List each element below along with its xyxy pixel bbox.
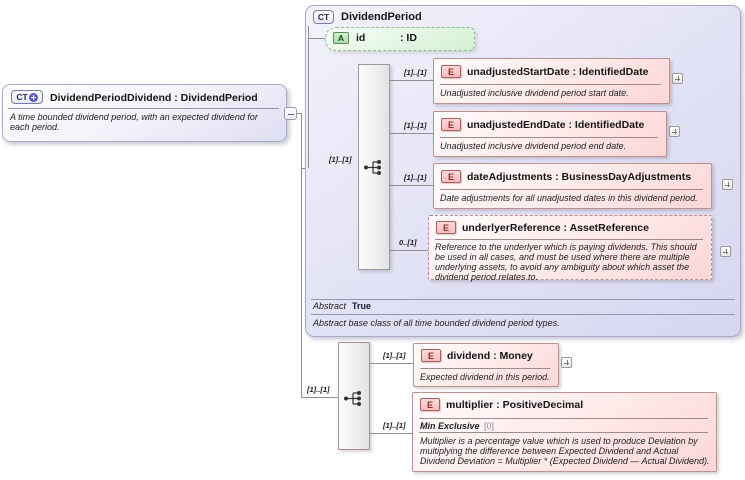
connector <box>389 133 433 134</box>
element-annotation: Date adjustments for all unadjusted date… <box>440 193 698 203</box>
cardinality-label: 0..[1] <box>399 238 417 247</box>
facet-label: Min Exclusive <box>420 421 480 431</box>
connector <box>369 433 412 434</box>
abstract-facet-label: Abstract <box>313 301 347 311</box>
plus-badge-icon <box>28 92 38 102</box>
separator <box>419 418 708 419</box>
element-title: multiplier : PositiveDecimal <box>446 399 584 411</box>
expand-button[interactable] <box>669 126 680 137</box>
cardinality-label: [1]..[1] <box>383 421 406 430</box>
connector <box>369 363 413 364</box>
cardinality-label: [1]..[1] <box>404 68 427 77</box>
element-icon: E <box>436 221 456 234</box>
abstract-facet-value: True <box>352 301 372 311</box>
base-type-title: DividendPeriod <box>341 11 422 23</box>
separator <box>311 314 735 315</box>
cardinality-label: [1]..[1] <box>404 121 427 130</box>
attribute-box-id[interactable] <box>325 27 475 51</box>
connector <box>308 26 309 168</box>
element-box-dateadjustments[interactable] <box>433 163 712 209</box>
element-box-unadjustedstartdate[interactable] <box>433 58 670 104</box>
element-title: dateAdjustments : BusinessDayAdjustments <box>467 171 692 183</box>
sequence-compositor[interactable] <box>338 342 370 450</box>
element-icon: E <box>441 118 461 131</box>
sequence-icon <box>344 391 361 406</box>
attribute-name: id <box>356 32 366 44</box>
element-annotation: Expected dividend in this period. <box>420 372 550 382</box>
separator <box>420 368 550 369</box>
attribute-icon-label: A <box>337 33 345 43</box>
attribute-type: : ID <box>400 32 417 44</box>
complex-type-icon-label: CT <box>317 12 330 22</box>
separator <box>440 137 658 138</box>
element-icon: E <box>421 349 441 362</box>
complex-type-plus-icon: CT <box>11 90 43 104</box>
element-icon-label: E <box>447 171 454 182</box>
base-type-annotation: Abstract base class of all time bounded … <box>313 318 560 328</box>
element-title: underlyerReference : AssetReference <box>462 222 649 234</box>
derived-type-annotation: A time bounded dividend period, with an … <box>10 112 258 132</box>
complex-type-box-dividendperioddividend[interactable] <box>2 84 287 142</box>
complex-type-icon: CT <box>313 10 334 24</box>
separator <box>8 108 279 109</box>
cardinality-label: [1]..[1] <box>404 173 427 182</box>
separator <box>419 432 708 433</box>
element-icon-label: E <box>426 399 433 410</box>
facet-value: [0] <box>484 421 495 431</box>
complex-type-icon-label: CT <box>16 92 28 102</box>
sequence-compositor[interactable] <box>358 64 390 270</box>
element-icon: E <box>441 170 461 183</box>
element-icon: E <box>441 65 461 78</box>
expand-button[interactable] <box>672 73 683 84</box>
cardinality-label: [1]..[1] <box>329 155 352 164</box>
element-box-unadjustedenddate[interactable] <box>433 111 667 157</box>
collapse-button[interactable] <box>284 107 297 120</box>
separator <box>435 239 703 240</box>
attribute-icon: A <box>333 32 349 44</box>
connector <box>301 113 302 397</box>
element-annotation: Unadjusted inclusive dividend period sta… <box>440 88 629 98</box>
separator <box>311 299 735 300</box>
separator <box>440 84 661 85</box>
element-icon: E <box>420 398 440 411</box>
element-annotation: Reference to the underlyer which is payi… <box>435 242 697 282</box>
cardinality-label: [1]..[1] <box>307 385 330 394</box>
cardinality-label: [1]..[1] <box>383 351 406 360</box>
element-icon-label: E <box>447 66 454 77</box>
element-icon-label: E <box>447 119 454 130</box>
expand-button[interactable] <box>720 246 731 257</box>
element-annotation: Multiplier is a percentage value which i… <box>420 436 710 466</box>
connector <box>308 38 325 39</box>
expand-button[interactable] <box>561 357 572 368</box>
connector <box>389 80 433 81</box>
connector <box>389 250 428 251</box>
expand-button[interactable] <box>722 179 733 190</box>
element-icon-label: E <box>427 350 434 361</box>
element-title: unadjustedEndDate : IdentifiedDate <box>467 119 645 131</box>
connector <box>389 185 433 186</box>
element-box-underlyerreference[interactable] <box>428 215 712 280</box>
element-title: dividend : Money <box>447 350 533 362</box>
connector <box>296 113 302 114</box>
element-annotation: Unadjusted inclusive dividend period end… <box>440 141 627 151</box>
connector <box>301 397 339 398</box>
separator <box>440 189 703 190</box>
derived-type-title: DividendPeriodDividend : DividendPeriod <box>50 92 258 104</box>
element-icon-label: E <box>442 222 449 233</box>
element-title: unadjustedStartDate : IdentifiedDate <box>467 66 649 78</box>
sequence-icon <box>364 160 381 175</box>
